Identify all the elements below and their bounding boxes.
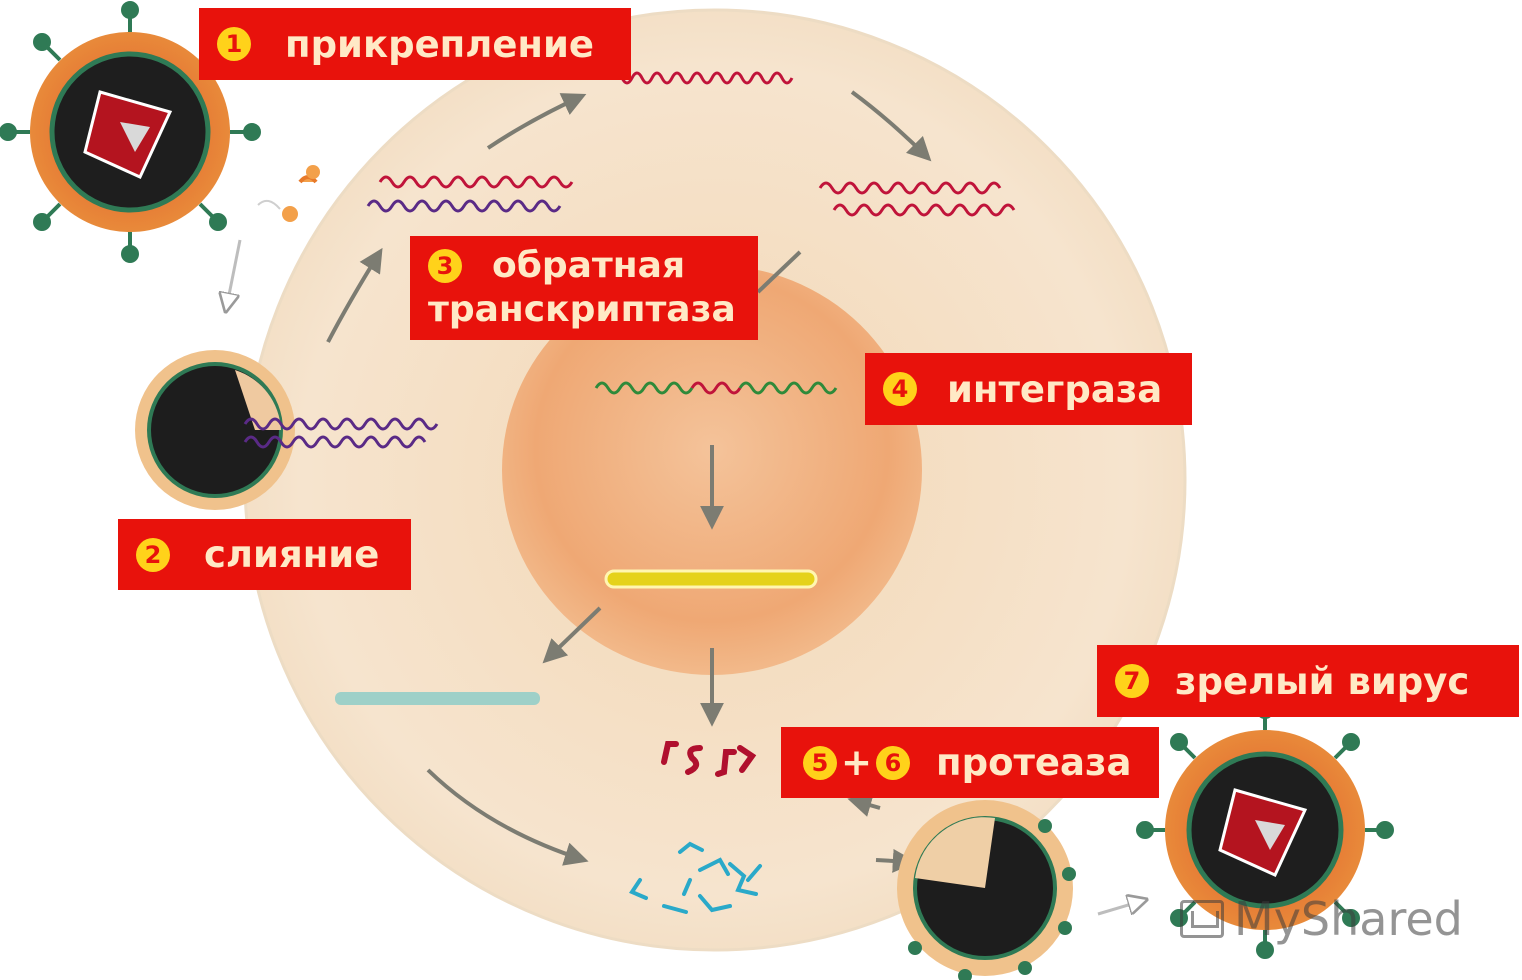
step-4-number: 4 [883, 372, 917, 406]
step-6-number: 6 [876, 746, 910, 780]
step-5-number: 5 [803, 746, 837, 780]
cd4-receptors [258, 165, 320, 222]
step-5-6-plus: + [841, 741, 872, 784]
virus-fusing [135, 350, 295, 510]
integrated-provirus [606, 571, 816, 587]
step-2-text: слияние [204, 533, 379, 576]
step-2-label: 2 слияние [118, 519, 411, 590]
step-3-number: 3 [428, 249, 462, 283]
step-4-label: 4 интеграза [865, 353, 1192, 425]
step-5-6-label: 5 + 6 протеаза [781, 727, 1159, 798]
step-7-label: 7 зрелый вирус [1097, 645, 1519, 717]
myshared-logo-icon [1180, 900, 1224, 938]
step-5-6-text: протеаза [936, 741, 1131, 784]
step-3-label: 3 обратная транскриптаза [410, 236, 758, 340]
step-1-text: прикрепление [285, 23, 594, 66]
step-4-text: интеграза [947, 368, 1162, 411]
step-1-number: 1 [217, 27, 251, 61]
arrow-bud-to-mature [1098, 900, 1145, 914]
virus-budding [897, 800, 1076, 980]
arrow-attach-to-fuse [226, 240, 240, 310]
step-3-text-line1: обратная [492, 244, 685, 288]
step-2-number: 2 [136, 538, 170, 572]
watermark: MyShared [1180, 892, 1463, 946]
step-3-text-line2: транскриптаза [428, 288, 736, 332]
watermark-text: MyShared [1234, 892, 1463, 946]
step-1-label: 1 прикрепление [199, 8, 631, 80]
step-7-number: 7 [1115, 664, 1149, 698]
step-7-text: зрелый вирус [1175, 660, 1469, 703]
viral-mrna [335, 692, 540, 705]
